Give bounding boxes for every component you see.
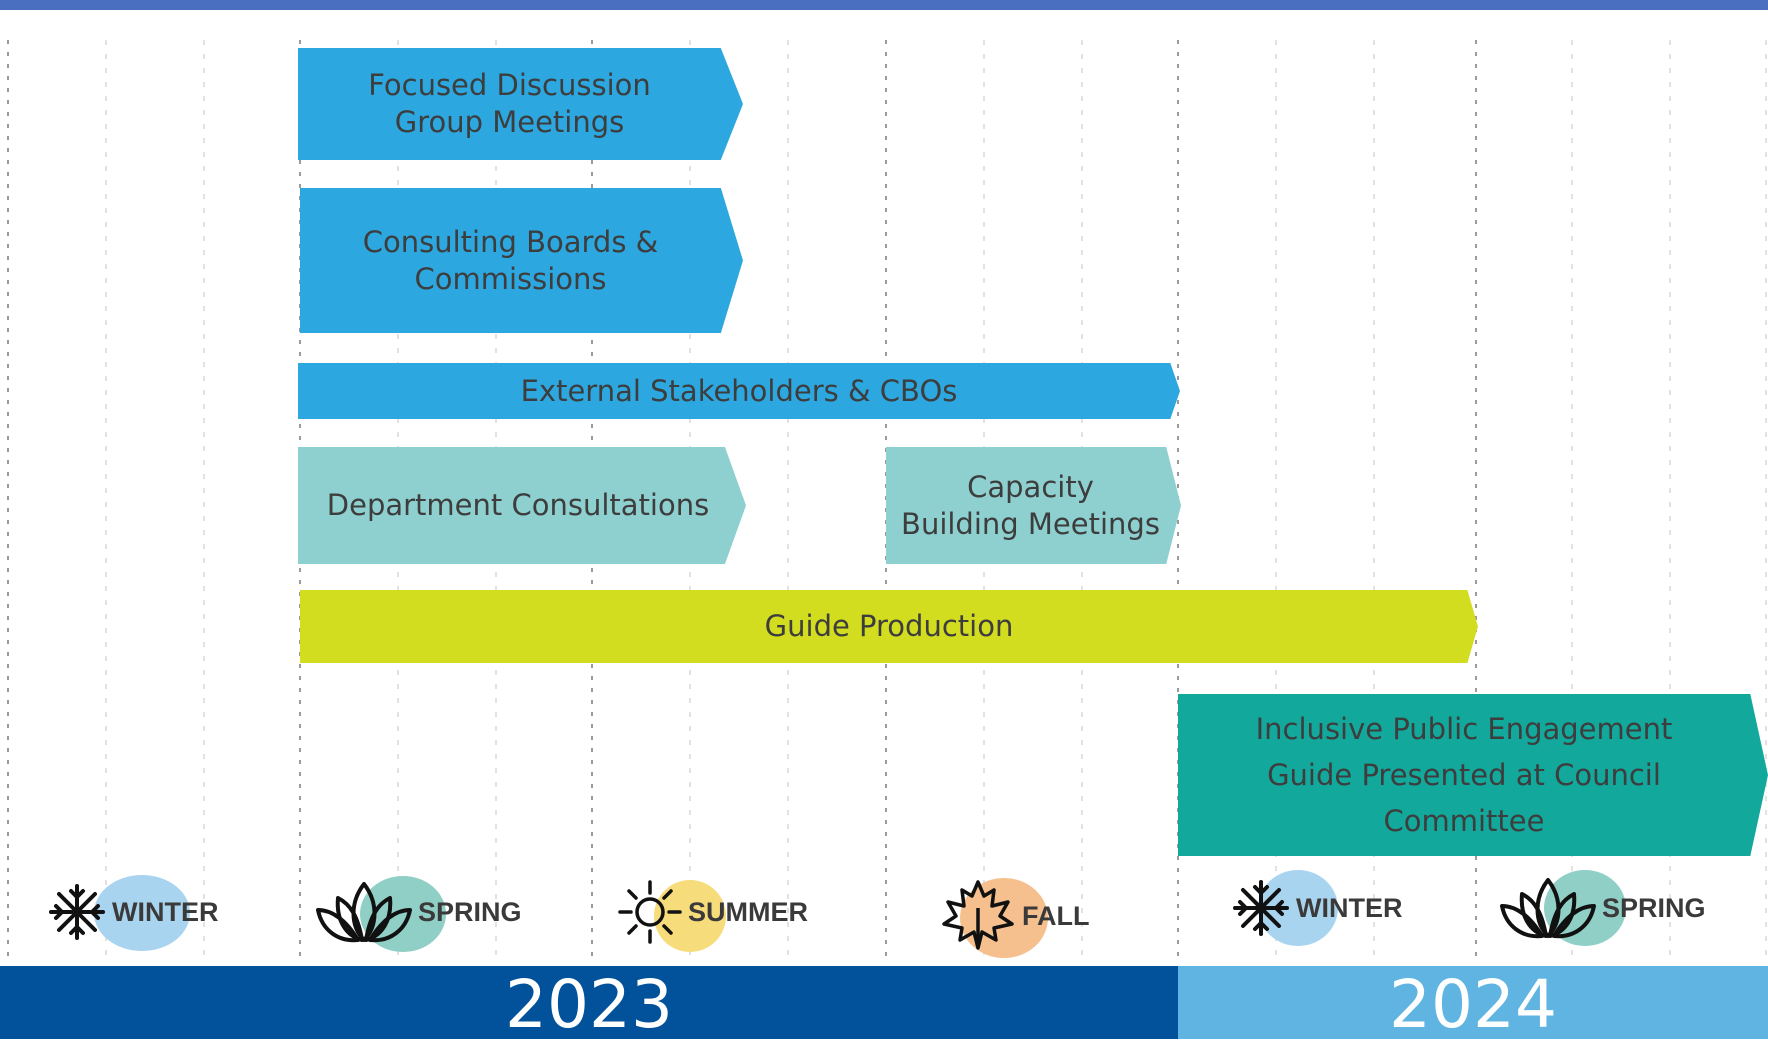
bar-department-consultations: Department Consultations xyxy=(298,447,746,564)
year-band-2024: 2024 xyxy=(1178,966,1768,1043)
lotus-icon xyxy=(316,882,412,943)
season-summer-2023: SUMMER xyxy=(618,872,808,952)
bar-external-stakeholders-cbos: External Stakeholders & CBOs xyxy=(298,363,1180,419)
season-label: FALL xyxy=(1022,900,1090,931)
season-spring-2024: SPRING xyxy=(1500,868,1706,948)
snowflake-icon xyxy=(49,884,105,940)
year-label: 2024 xyxy=(1389,966,1557,1043)
bar-label: Department Consultations xyxy=(326,488,710,522)
season-label: SPRING xyxy=(418,896,522,927)
season-label: WINTER xyxy=(1296,892,1403,923)
season-winter-2024: WINTER xyxy=(1232,868,1402,948)
bar-guide-production: Guide Production xyxy=(300,590,1478,663)
top-rule xyxy=(0,0,1768,10)
sun-icon xyxy=(618,880,682,944)
lotus-icon xyxy=(1500,878,1596,939)
season-fall-2023: FALL xyxy=(940,876,1090,958)
snowflake-icon xyxy=(1233,880,1289,936)
season-label: SPRING xyxy=(1602,892,1706,923)
season-label: SUMMER xyxy=(688,896,808,927)
season-winter-2023: WINTER xyxy=(48,872,218,952)
season-label: WINTER xyxy=(112,896,219,927)
year-label: 2023 xyxy=(505,966,673,1043)
bar-label: Consulting Boards &Commissions xyxy=(362,224,659,296)
year-band-2023: 2023 xyxy=(0,966,1178,1043)
bar-label: External Stakeholders & CBOs xyxy=(520,373,958,408)
maple-leaf-icon xyxy=(942,880,1014,950)
season-spring-2023: SPRING xyxy=(316,872,522,952)
bar-label: Guide Production xyxy=(764,609,1014,643)
bar-consulting-boards-commissions: Consulting Boards &Commissions xyxy=(300,188,743,333)
